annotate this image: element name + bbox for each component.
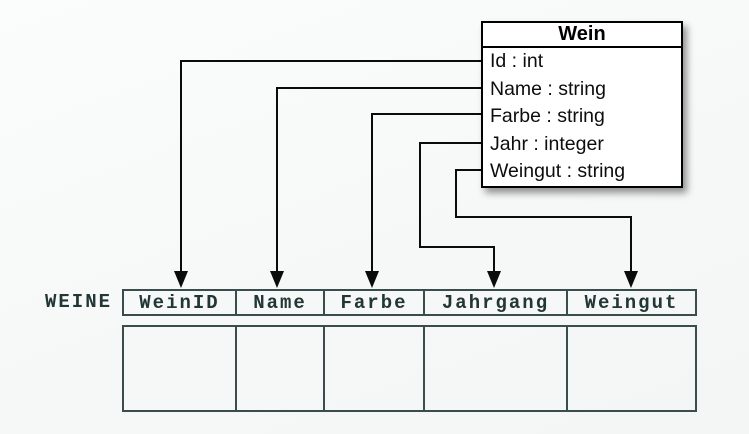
table-cell-empty — [423, 327, 566, 410]
class-attribute-weingut: Weingut : string — [490, 160, 626, 183]
column-header-farbe: Farbe — [323, 291, 423, 314]
table-cell-empty — [323, 327, 423, 410]
arrowhead-id-to-weinid — [174, 271, 188, 288]
column-header-weingut: Weingut — [566, 291, 695, 314]
connector-jahr-to-jahrgang — [419, 142, 495, 272]
class-attribute-name: Name : string — [490, 77, 606, 100]
class-title: Wein — [483, 23, 681, 48]
column-header-weinid: WeinID — [139, 291, 220, 314]
class-attribute-id: Id : int — [490, 50, 544, 72]
table-cell-empty — [566, 327, 695, 410]
arrowhead-jahr-to-jahrgang — [487, 271, 501, 288]
table-cell-empty — [235, 327, 323, 410]
connector-weingut-to-weingut — [455, 169, 632, 272]
table-header-row: WeinID Name Farbe Jahrgang Weingut — [122, 289, 697, 316]
class-attribute-farbe: Farbe : string — [490, 105, 605, 128]
class-box-wein: Wein Id : int Name : string Farbe : stri… — [481, 21, 683, 188]
table-body-row — [122, 325, 697, 412]
arrowhead-name-to-name — [270, 271, 284, 288]
column-header-jahrgang: Jahrgang — [423, 291, 566, 314]
connector-name-to-name — [276, 87, 481, 272]
class-attribute-jahr: Jahr : integer — [490, 132, 604, 155]
table-name-label: WEINE — [44, 291, 112, 313]
table-cell-empty — [124, 327, 235, 410]
column-header-name: Name — [235, 291, 323, 314]
connector-id-to-weinid — [180, 60, 481, 272]
connector-farbe-to-farbe — [371, 113, 481, 272]
arrowhead-weingut-to-weingut — [624, 271, 638, 288]
arrowhead-farbe-to-farbe — [365, 271, 379, 288]
